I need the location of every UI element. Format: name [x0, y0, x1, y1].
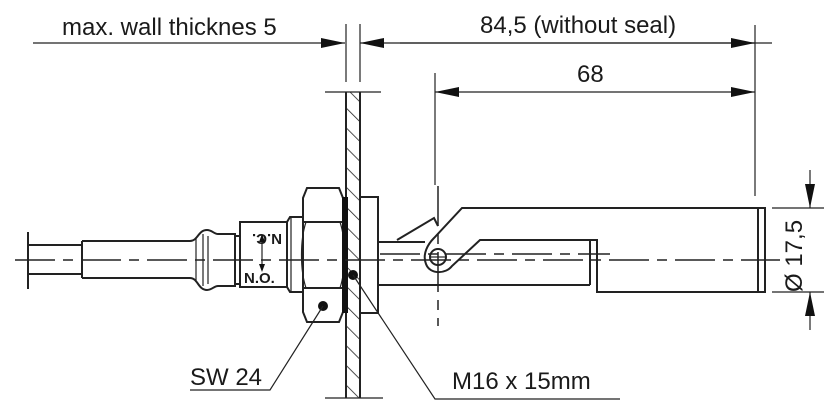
overall-length-label: 84,5 (without seal): [480, 12, 676, 39]
wrench-size-label: SW 24: [190, 364, 262, 391]
float-assembly: [378, 207, 766, 293]
no-label: N.O.: [244, 270, 275, 287]
center-lines: [15, 186, 780, 326]
seal: [342, 197, 348, 313]
diameter-dimension: Ø 17,5: [772, 170, 824, 330]
thread-label: M16 x 15mm: [452, 368, 591, 395]
wall-thickness-label: max. wall thicknes 5: [62, 14, 277, 41]
hex-nut: [300, 187, 358, 323]
wrench-size-callout: SW 24: [190, 305, 324, 391]
float-length-dimension: 68: [434, 61, 755, 185]
thread-callout: M16 x 15mm: [352, 274, 620, 400]
float-length-label: 68: [577, 61, 604, 88]
overall-length-dimension: 84,5 (without seal): [400, 12, 756, 196]
diameter-label: Ø 17,5: [781, 220, 808, 292]
nc-label: N.C.: [252, 230, 282, 247]
mounting-wall: [325, 91, 383, 399]
flange: [359, 196, 379, 314]
switch-housing: N.C. N.O.: [239, 216, 304, 293]
